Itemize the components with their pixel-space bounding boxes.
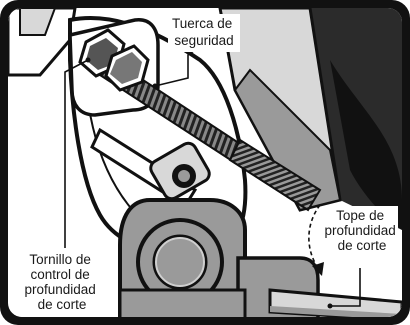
label-lock-nut: Tuerca de seguridad (172, 16, 236, 48)
label-depth-screw: Tornillo de control de profundidad de co… (24, 252, 99, 312)
lock-nut-2-face (110, 52, 142, 84)
leader-depth-screw-dot (85, 57, 91, 63)
label-bg-depth-screw (14, 250, 112, 317)
depth-stop-shade (270, 306, 402, 317)
leader-depth-screw (64, 59, 89, 248)
pivot-base (118, 288, 247, 317)
label-depth-stop: Tope de profundidad de corte (324, 208, 399, 253)
bracket-top-face (19, 8, 57, 36)
label-bg-depth-stop (326, 206, 398, 264)
pivot-inner (152, 234, 208, 290)
leader-depth-stop (330, 268, 361, 307)
pivot-highlight (155, 237, 205, 287)
pin (178, 170, 190, 182)
leader-depth-stop-dot (327, 303, 333, 309)
motion-arrowhead (312, 262, 324, 276)
screw-lower-thread (228, 138, 322, 212)
leader-lock-nut-dot (152, 83, 158, 89)
motor-shadow (330, 60, 402, 230)
label-bg-lock-nut (168, 14, 240, 52)
